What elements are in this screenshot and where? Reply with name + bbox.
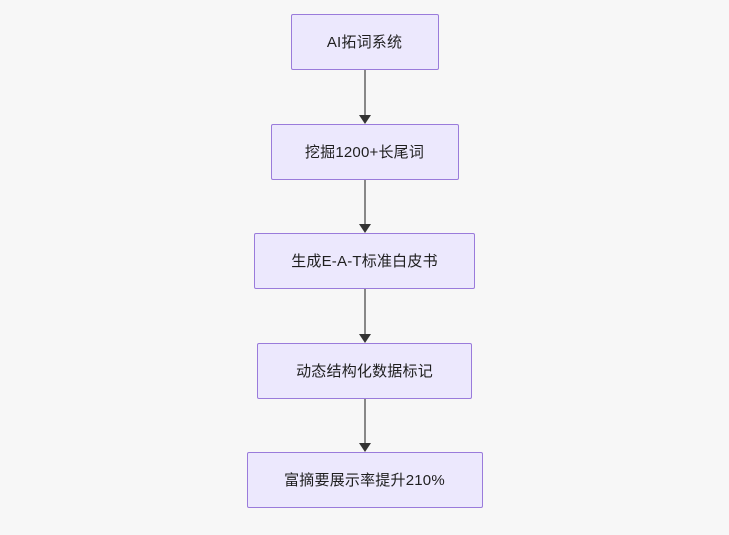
flow-node-generate-eat-whitepaper[interactable]: 生成E-A-T标准白皮书 [254, 233, 475, 289]
arrow-down-icon [358, 334, 371, 343]
arrow-down-icon [358, 115, 371, 124]
flow-node-mine-longtail-keywords[interactable]: 挖掘1200+长尾词 [270, 124, 459, 180]
flow-node-label: 富摘要展示率提升210% [284, 471, 445, 489]
arrow-down-icon [358, 443, 371, 452]
flow-edge-line [363, 399, 366, 444]
flow-edge-arrow-down [358, 70, 372, 124]
flow-node-dynamic-structured-data-markup[interactable]: 动态结构化数据标记 [257, 343, 472, 399]
flow-node-label: AI拓词系统 [326, 33, 403, 51]
flow-edge-arrow-down [358, 399, 372, 452]
flow-node-label: 挖掘1200+长尾词 [304, 143, 425, 161]
flow-edge-line [363, 180, 366, 225]
flow-edge-line [363, 289, 366, 335]
arrow-down-icon [358, 224, 371, 233]
flow-node-label: 动态结构化数据标记 [296, 362, 433, 380]
flowchart-node-stack: AI拓词系统 挖掘1200+长尾词 生成E-A-T标准白皮书 动态结构化数据标记 [0, 14, 729, 508]
flow-node-label: 生成E-A-T标准白皮书 [291, 252, 438, 270]
flow-edge-arrow-down [358, 289, 372, 343]
flow-node-rich-snippet-impression-lift[interactable]: 富摘要展示率提升210% [246, 452, 483, 508]
flow-edge-arrow-down [358, 180, 372, 233]
flow-edge-line [363, 70, 366, 116]
flow-node-ai-keyword-system[interactable]: AI拓词系统 [290, 14, 439, 70]
